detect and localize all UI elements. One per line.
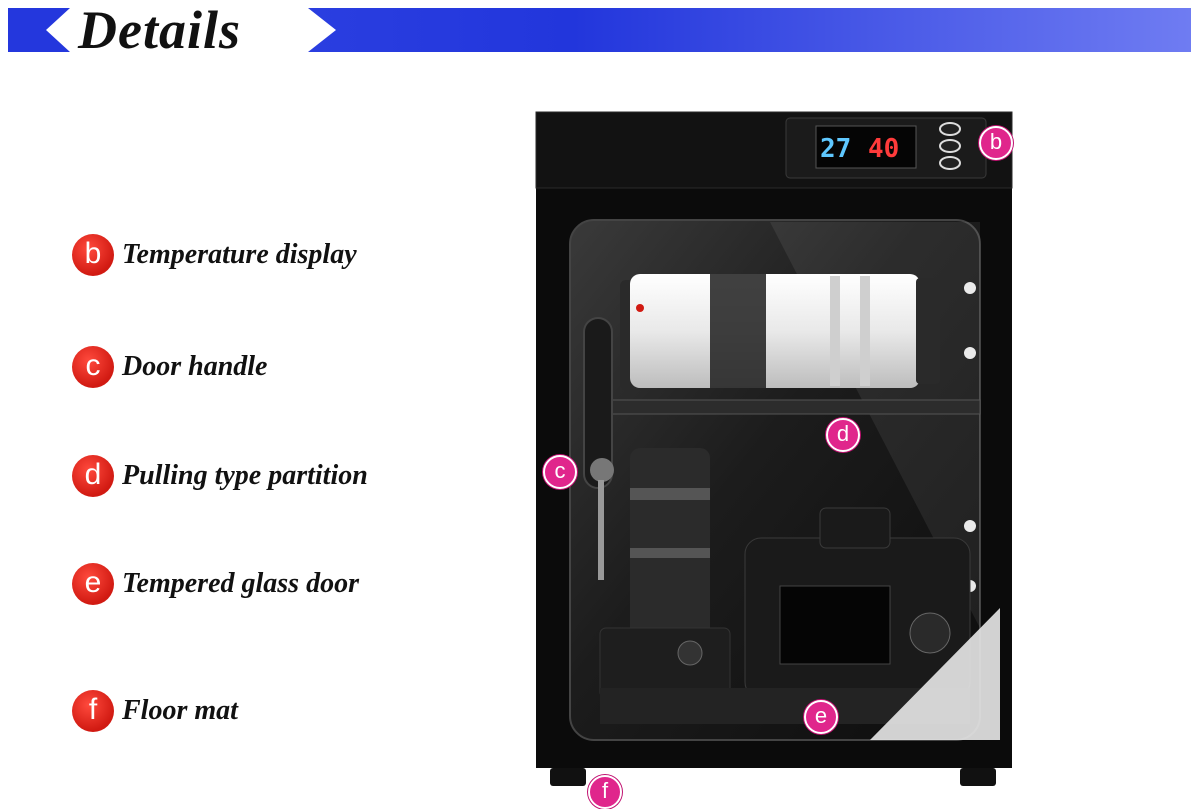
compact-camera-icon [599,627,731,699]
feature-label: Tempered glass door [122,568,359,599]
callout-f: f [588,775,622,809]
temperature-readout: 27 [820,134,851,164]
lens-icon [630,448,710,638]
banner-left-arrow [8,8,70,52]
callout-b: b [979,126,1013,160]
feature-item-tempered-glass-door: e Tempered glass door [72,563,359,605]
feature-label: Pulling type partition [122,460,368,491]
dry-cabinet-illustration: 27 40 [535,111,1013,786]
feature-label: Floor mat [122,695,238,726]
panel-button-icon [939,122,961,136]
callout-d: d [826,418,860,452]
feature-label: Temperature display [122,239,357,270]
feature-badge: d [72,455,114,497]
door-handle-icon [583,317,614,580]
details-banner [8,8,1191,52]
feature-badge: c [72,346,114,388]
panel-button-icon [939,156,961,170]
dslr-camera-icon [744,507,971,699]
feature-badge: b [72,234,114,276]
cabinet-foot [960,768,996,786]
telephoto-lens-icon [620,274,940,390]
feature-item-pulling-type-partition: d Pulling type partition [72,455,368,497]
callout-c: c [543,455,577,489]
led-light-icon [964,520,976,532]
page-title: Details [78,0,241,60]
cabinet-foot [550,768,586,786]
banner-right-bar [308,8,1191,52]
feature-item-floor-mat: f Floor mat [72,690,238,732]
led-light-icon [964,347,976,359]
lcd-screen [815,125,917,169]
callout-e: e [804,700,838,734]
feature-item-temperature-display: b Temperature display [72,234,357,276]
panel-button-icon [939,139,961,153]
feature-badge: e [72,563,114,605]
feature-item-door-handle: c Door handle [72,346,267,388]
led-light-icon [964,282,976,294]
humidity-readout: 40 [868,134,899,164]
glass-sticker [870,608,1000,740]
feature-badge: f [72,690,114,732]
feature-label: Door handle [122,351,268,382]
shelf-partition [599,399,981,415]
